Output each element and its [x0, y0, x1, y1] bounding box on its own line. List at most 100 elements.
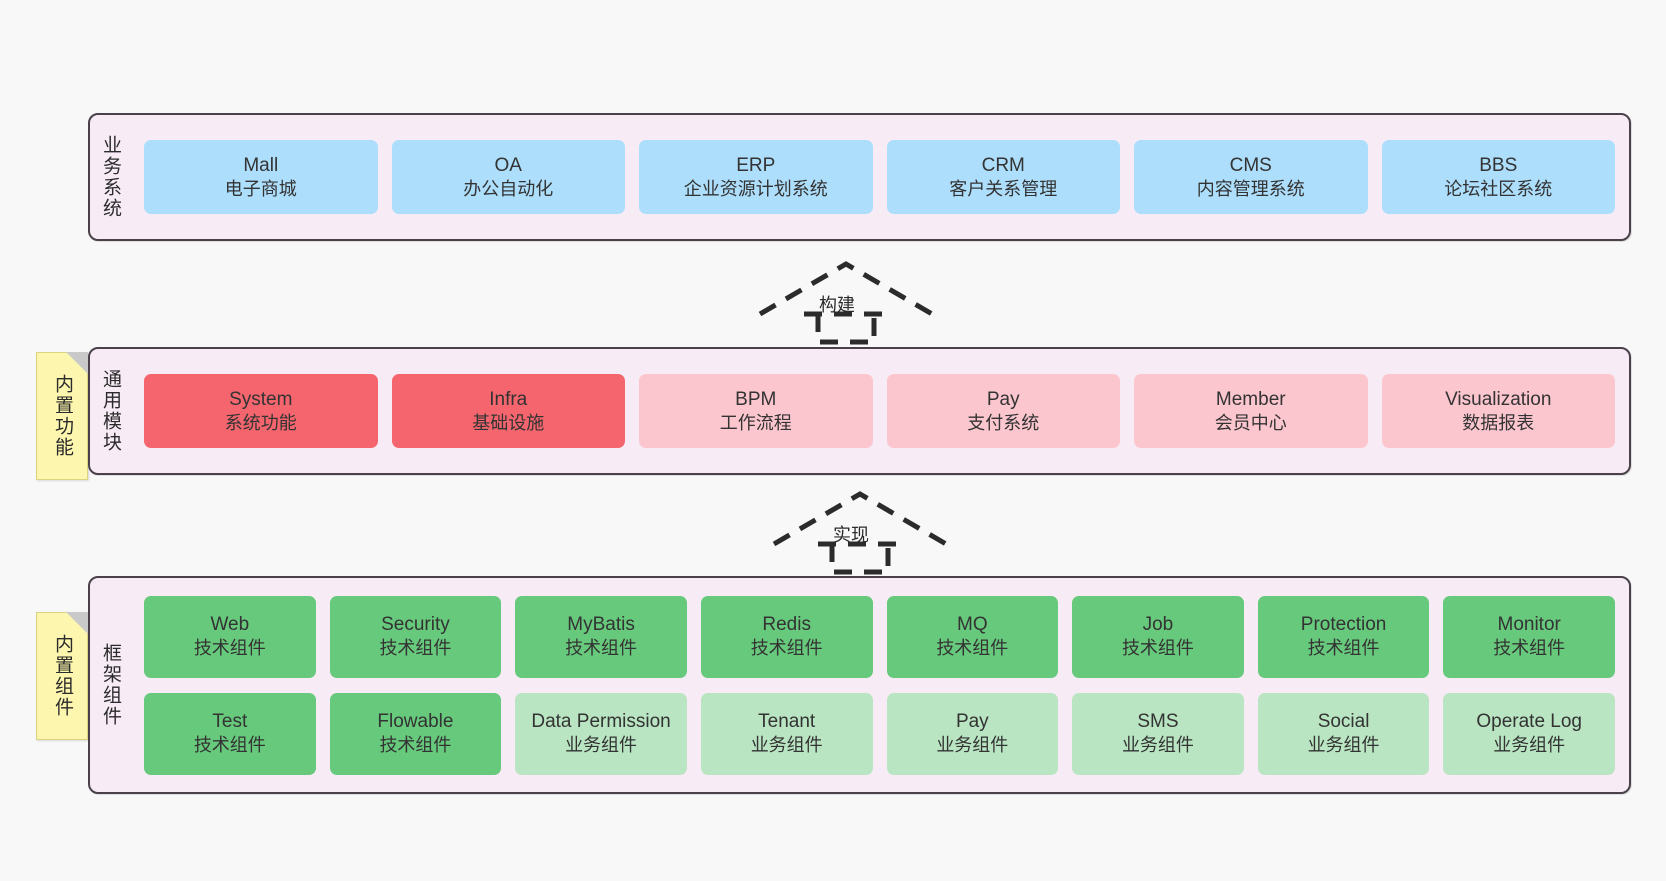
card-sms[interactable]: SMS 业务组件	[1072, 692, 1244, 775]
card-subtitle: 办公自动化	[463, 178, 554, 199]
card-title: Security	[381, 614, 450, 636]
card-title: Monitor	[1497, 614, 1561, 636]
card-subtitle: 技术组件	[1493, 638, 1566, 659]
section-title-framework-components: 框架组件	[99, 643, 121, 727]
card-title: Pay	[986, 388, 1020, 410]
card-tenant[interactable]: Tenant 业务组件	[700, 692, 873, 775]
sticky-note-label: 内置功能	[51, 374, 73, 458]
card-operate-log[interactable]: Operate Log 业务组件	[1443, 692, 1615, 775]
card-subtitle: 业务组件	[936, 735, 1009, 756]
card-subtitle: 业务组件	[1121, 735, 1194, 756]
card-web[interactable]: Web 技术组件	[144, 595, 316, 678]
card-erp[interactable]: ERP 企业资源计划系统	[639, 140, 873, 214]
card-member[interactable]: Member 会员中心	[1134, 374, 1368, 448]
card-title: Protection	[1300, 614, 1387, 636]
card-title: Tenant	[758, 711, 816, 733]
card-security[interactable]: Security 技术组件	[329, 595, 502, 678]
card-subtitle: 企业资源计划系统	[683, 178, 828, 199]
card-title: BBS	[1479, 154, 1518, 176]
card-data-permission[interactable]: Data Permission 业务组件	[515, 692, 687, 775]
card-title: Pay	[955, 711, 989, 733]
card-bpm[interactable]: BPM 工作流程	[639, 374, 873, 448]
card-crm[interactable]: CRM 客户关系管理	[886, 140, 1120, 214]
card-title: Infra	[489, 388, 528, 410]
card-subtitle: 客户关系管理	[949, 178, 1058, 199]
card-subtitle: 技术组件	[1307, 638, 1380, 659]
card-pay[interactable]: Pay 支付系统	[886, 374, 1120, 448]
card-subtitle: 论坛社区系统	[1444, 178, 1553, 199]
card-pay-business[interactable]: Pay 业务组件	[886, 692, 1059, 775]
card-grid-common-modules: System 系统功能 Infra 基础设施 BPM 工作流程 Pay 支付系统…	[130, 349, 1629, 473]
card-title: Data Permission	[531, 711, 671, 733]
card-infra[interactable]: Infra 基础设施	[391, 374, 625, 448]
card-grid-business-systems: Mall 电子商城 OA 办公自动化 ERP 企业资源计划系统 CRM 客户关系…	[130, 115, 1629, 239]
card-title: CRM	[981, 154, 1025, 176]
card-mall[interactable]: Mall 电子商城	[144, 140, 378, 214]
section-title-common-modules: 通用模块	[99, 369, 121, 453]
section-common-modules: 通用模块 System 系统功能 Infra 基础设施 BPM 工作流程 Pay…	[88, 347, 1631, 475]
card-row: Test 技术组件 Flowable 技术组件 Data Permission …	[144, 692, 1615, 775]
sticky-note-builtin-components: 内置组件	[36, 612, 88, 740]
card-visualization[interactable]: Visualization 数据报表	[1381, 374, 1615, 448]
card-subtitle: 技术组件	[379, 735, 452, 756]
card-job[interactable]: Job 技术组件	[1072, 595, 1244, 678]
card-title: BPM	[735, 388, 777, 410]
card-redis[interactable]: Redis 技术组件	[700, 595, 873, 678]
card-mybatis[interactable]: MyBatis 技术组件	[515, 595, 687, 678]
card-subtitle: 基础设施	[472, 412, 545, 433]
connector-label-build: 构建	[819, 295, 855, 315]
card-subtitle: 数据报表	[1462, 412, 1535, 433]
card-subtitle: 内容管理系统	[1196, 178, 1305, 199]
card-bbs[interactable]: BBS 论坛社区系统	[1381, 140, 1615, 214]
card-flowable[interactable]: Flowable 技术组件	[329, 692, 502, 775]
dashed-generalization-arrow-icon	[772, 491, 948, 575]
card-subtitle: 电子商城	[224, 178, 297, 199]
card-title: MQ	[957, 614, 988, 636]
card-subtitle: 会员中心	[1214, 412, 1287, 433]
card-monitor[interactable]: Monitor 技术组件	[1443, 595, 1615, 678]
card-title: Member	[1215, 388, 1286, 410]
card-row: Mall 电子商城 OA 办公自动化 ERP 企业资源计划系统 CRM 客户关系…	[144, 140, 1615, 214]
section-title-business-systems: 业务系统	[99, 135, 121, 219]
card-subtitle: 技术组件	[193, 638, 266, 659]
card-title: CMS	[1229, 154, 1272, 176]
card-oa[interactable]: OA 办公自动化	[391, 140, 625, 214]
sticky-note-builtin-features: 内置功能	[36, 352, 88, 480]
card-subtitle: 业务组件	[1307, 735, 1380, 756]
card-title: Mall	[243, 154, 279, 176]
card-title: Web	[210, 614, 250, 636]
card-title: Flowable	[377, 711, 454, 733]
card-subtitle: 业务组件	[750, 735, 823, 756]
card-title: SMS	[1137, 711, 1179, 733]
card-subtitle: 工作流程	[719, 412, 792, 433]
card-title: Visualization	[1445, 388, 1552, 410]
card-test[interactable]: Test 技术组件	[144, 692, 316, 775]
card-title: Test	[212, 711, 248, 733]
section-framework-components: 框架组件 Web 技术组件 Security 技术组件 MyBatis 技术组件…	[88, 576, 1631, 794]
card-cms[interactable]: CMS 内容管理系统	[1134, 140, 1368, 214]
card-row: System 系统功能 Infra 基础设施 BPM 工作流程 Pay 支付系统…	[144, 374, 1615, 448]
card-subtitle: 技术组件	[936, 638, 1009, 659]
card-protection[interactable]: Protection 技术组件	[1257, 595, 1430, 678]
card-title: Job	[1142, 614, 1174, 636]
card-social[interactable]: Social 业务组件	[1257, 692, 1430, 775]
card-subtitle: 业务组件	[1493, 735, 1566, 756]
card-subtitle: 技术组件	[193, 735, 266, 756]
connector-label-implement: 实现	[833, 525, 869, 545]
connector-implement: 实现	[770, 488, 950, 575]
card-row: Web 技术组件 Security 技术组件 MyBatis 技术组件 Redi…	[144, 595, 1615, 678]
section-business-systems: 业务系统 Mall 电子商城 OA 办公自动化 ERP 企业资源计划系统 CRM…	[88, 113, 1631, 241]
card-title: MyBatis	[567, 614, 635, 636]
card-subtitle: 技术组件	[750, 638, 823, 659]
dashed-generalization-arrow-icon	[758, 261, 934, 345]
card-title: ERP	[736, 154, 776, 176]
card-subtitle: 技术组件	[565, 638, 638, 659]
card-title: OA	[494, 154, 522, 176]
sticky-note-label: 内置组件	[51, 634, 73, 718]
card-system[interactable]: System 系统功能	[144, 374, 378, 448]
card-subtitle: 支付系统	[967, 412, 1040, 433]
card-subtitle: 技术组件	[379, 638, 452, 659]
card-mq[interactable]: MQ 技术组件	[886, 595, 1059, 678]
card-subtitle: 业务组件	[565, 735, 638, 756]
